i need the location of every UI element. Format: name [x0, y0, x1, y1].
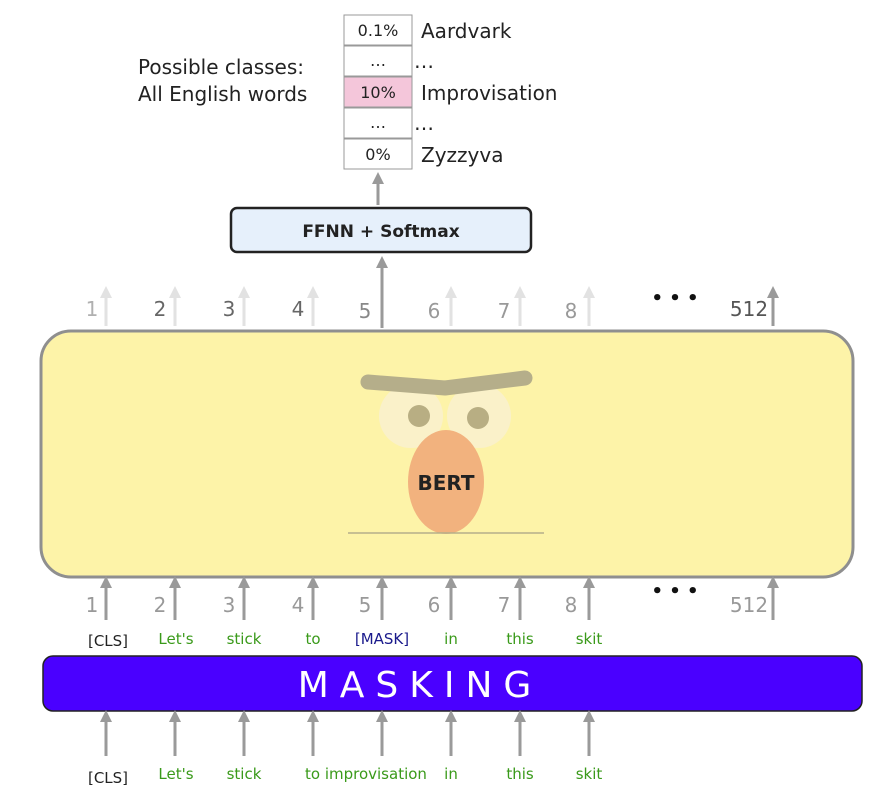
classes-caption-line1: Possible classes:	[138, 55, 304, 79]
masked-token-lets: Let's	[158, 630, 193, 648]
masked-token-cls: [CLS]	[88, 632, 128, 650]
bert-right-pupil	[467, 407, 489, 429]
input-position-1: 1	[86, 593, 99, 617]
input-position-512: 512	[730, 593, 768, 617]
output-position-4: 4	[292, 297, 305, 321]
input-token-this: this	[506, 765, 534, 783]
class-word-1: …	[414, 49, 434, 73]
prob-value-0: 0.1%	[358, 21, 399, 40]
output-position-6: 6	[428, 299, 441, 323]
classes-caption-line2: All English words	[138, 82, 307, 106]
input-token-row: [CLS] Let's stick to improvisation in th…	[88, 765, 602, 787]
input-token-stick: stick	[227, 765, 262, 783]
masked-token-to: to	[305, 630, 320, 648]
masking-label: MASKING	[298, 665, 543, 706]
output-position-5: 5	[359, 299, 372, 323]
input-token-cls: [CLS]	[88, 769, 128, 787]
input-token-in: in	[444, 765, 458, 783]
bert-face: BERT	[348, 370, 544, 534]
output-ellipsis: • • •	[651, 288, 698, 309]
output-position-1: 1	[86, 297, 99, 321]
input-token-to-improvisation: to improvisation	[305, 765, 427, 783]
input-position-labels: 1 2 3 4 5 6 7 8 • • • 512	[86, 581, 768, 617]
class-word-3: …	[414, 111, 434, 135]
probability-table: 0.1% … 10% … 0% Aardvark … Improvisation…	[343, 14, 557, 170]
masked-token-in: in	[444, 630, 458, 648]
prob-cell-2	[343, 76, 413, 108]
class-word-0: Aardvark	[421, 19, 512, 43]
masked-token-row: [CLS] Let's stick to [MASK] in this skit	[88, 630, 602, 650]
masked-token-stick: stick	[227, 630, 262, 648]
input-position-7: 7	[498, 593, 511, 617]
bert-label: BERT	[417, 471, 474, 495]
prob-value-3: …	[370, 113, 386, 132]
input-token-skit: skit	[576, 765, 603, 783]
masked-token-skit: skit	[576, 630, 603, 648]
input-position-3: 3	[223, 593, 236, 617]
prob-cell-1	[343, 45, 413, 77]
input-position-8: 8	[565, 593, 578, 617]
input-position-2: 2	[154, 593, 167, 617]
output-position-7: 7	[498, 299, 511, 323]
output-position-512: 512	[730, 297, 768, 321]
class-word-2: Improvisation	[421, 81, 557, 105]
bert-input-arrows	[100, 576, 779, 620]
ffnn-softmax-label: FFNN + Softmax	[302, 222, 459, 242]
prob-value-2: 10%	[360, 83, 396, 102]
masked-token-mask: [MASK]	[355, 630, 409, 648]
bert-nose	[408, 430, 484, 534]
input-position-6: 6	[428, 593, 441, 617]
ffnn-softmax-box	[229, 206, 533, 254]
bert-eyebrow	[360, 370, 533, 396]
input-token-lets: Let's	[158, 765, 193, 783]
output-position-8: 8	[565, 299, 578, 323]
prob-cell-3	[343, 107, 413, 139]
input-ellipsis: • • •	[651, 581, 698, 602]
prob-value-4: 0%	[365, 145, 390, 164]
prob-cell-4	[343, 138, 413, 170]
masking-input-arrows	[100, 710, 595, 756]
output-position-3: 3	[223, 297, 236, 321]
output-arrows	[100, 286, 779, 326]
output-position-2: 2	[154, 297, 167, 321]
input-position-4: 4	[292, 593, 305, 617]
prob-cell-0	[343, 14, 413, 46]
output-position-labels: 1 2 3 4 5 6 7 8 • • • 512	[86, 288, 768, 323]
input-position-5: 5	[359, 593, 372, 617]
class-word-4: Zyzzyva	[421, 143, 503, 167]
prob-value-1: …	[370, 51, 386, 70]
bert-left-pupil	[408, 405, 430, 427]
masked-token-this: this	[506, 630, 534, 648]
